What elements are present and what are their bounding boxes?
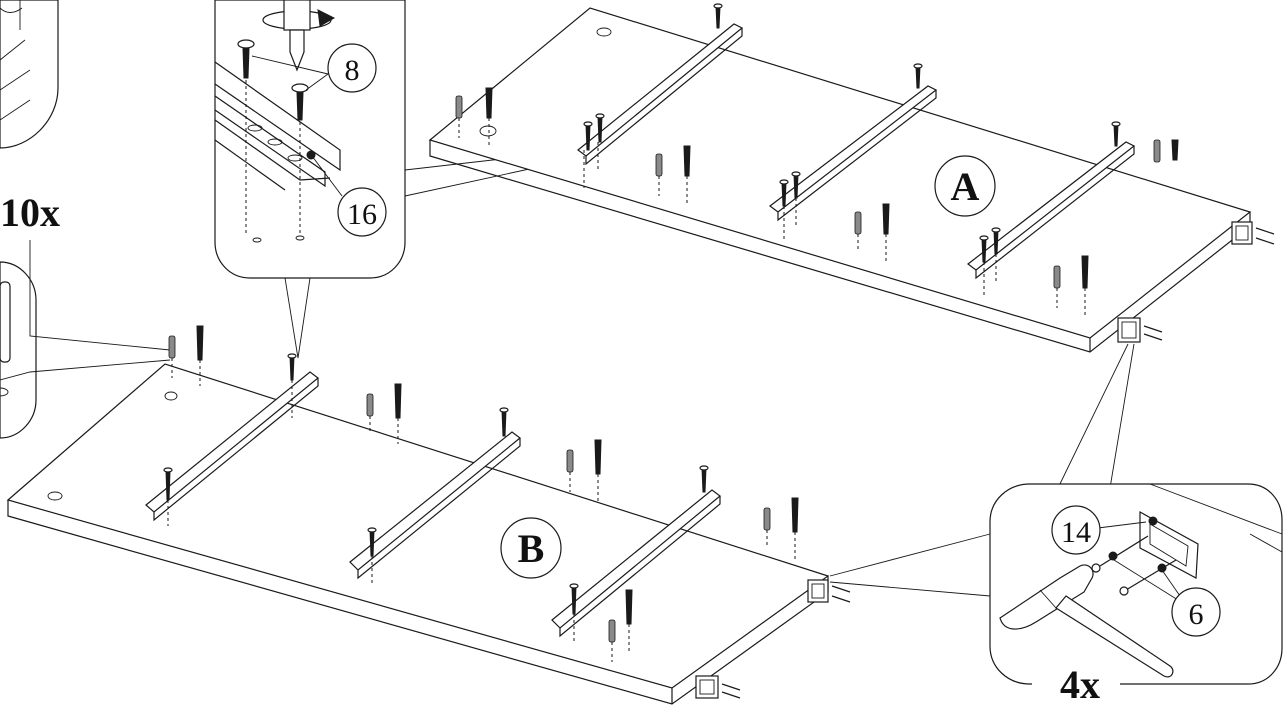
detail-box-bracket: 14 6 4x — [989, 483, 1283, 707]
detail-circle-topleft — [0, 0, 59, 149]
leader-line-box-b — [284, 277, 311, 359]
drawer-rail-icon — [214, 61, 341, 191]
callout-16-label: 16 — [347, 198, 377, 231]
callout-8-label: 8 — [345, 54, 360, 87]
panel-a: A — [428, 3, 1275, 353]
hammer-icon — [999, 564, 1174, 678]
callout-circle-14 — [1051, 505, 1101, 555]
leader-line-bracket-a-2 — [1109, 343, 1135, 489]
drawer-rail-icon — [145, 371, 721, 638]
dowel-count-label: 10x — [0, 190, 60, 235]
nail-icon — [1143, 227, 1275, 341]
dowel-icon — [0, 281, 11, 363]
panel-a-label-circle — [934, 155, 996, 217]
dowel-icon — [455, 95, 1161, 289]
cam-bolt-icon — [196, 325, 799, 625]
callout-circle-16 — [337, 187, 387, 237]
leader-line-bracket-b — [829, 533, 991, 577]
bracket-icon — [1139, 510, 1199, 579]
callout-6-label: 6 — [1189, 598, 1204, 631]
bracket-count-label: 4x — [1060, 662, 1100, 707]
leader-line-dowel — [29, 240, 171, 351]
screwdriver-icon — [283, 0, 311, 72]
drawer-rail-icon — [577, 23, 1136, 280]
dowel-icon — [168, 335, 771, 643]
panel-a-label: A — [951, 164, 980, 209]
detail-circle-left — [0, 261, 37, 439]
detail-box-rail: 8 16 — [214, 0, 406, 279]
leader-line-bracket-a — [1057, 343, 1129, 489]
leader-line-dowel-2 — [0, 359, 171, 381]
panel-b-label-circle — [500, 517, 562, 579]
screw-icon — [163, 353, 709, 615]
callout-circle-8 — [327, 43, 377, 93]
panel-b-label: B — [518, 526, 545, 571]
cam-bolt-icon — [485, 87, 1179, 289]
nail-icon — [1091, 535, 1177, 596]
bracket-icon — [695, 579, 829, 699]
bracket-icon — [1117, 221, 1253, 343]
leader-line-bracket-b-2 — [829, 581, 991, 597]
callout-circle-6 — [1171, 587, 1221, 637]
panel-b: B — [6, 325, 851, 705]
screw-icon — [237, 39, 309, 121]
screw-icon — [583, 3, 1121, 263]
nail-icon — [721, 585, 851, 699]
callout-14-label: 14 — [1061, 516, 1091, 549]
